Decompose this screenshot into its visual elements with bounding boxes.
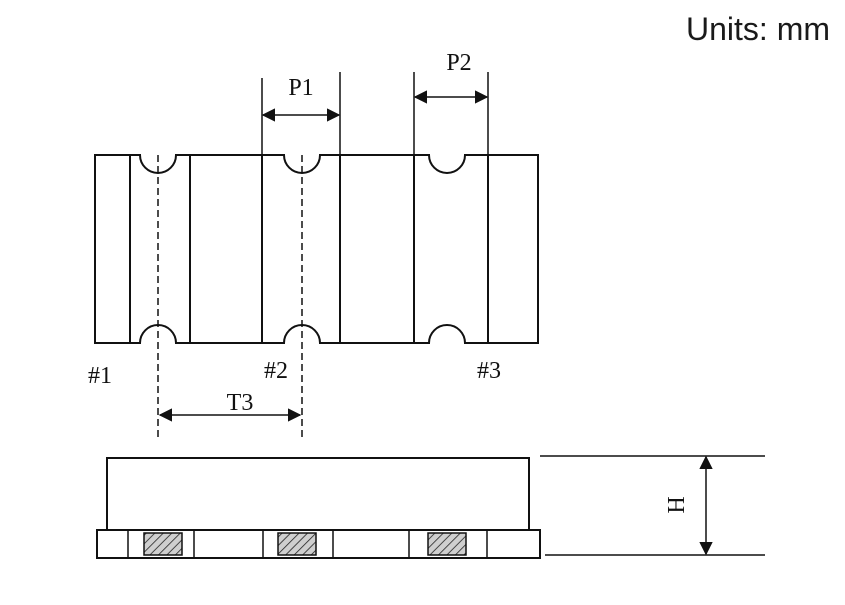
terminal-label-1: #1 (88, 363, 112, 389)
units-label: Units: mm (686, 11, 830, 47)
terminal-pad-2 (277, 532, 317, 556)
side-view-base (96, 529, 541, 559)
terminal-pad-1 (143, 532, 183, 556)
p1-label: P1 (288, 75, 313, 101)
terminal-label-2: #2 (264, 358, 288, 384)
side-view (96, 457, 541, 559)
top-view (94, 154, 539, 344)
terminal-pad-3 (427, 532, 467, 556)
h-label: H (664, 496, 690, 513)
terminal-label-3: #3 (477, 358, 501, 384)
top-view-outline (94, 154, 539, 344)
t3-label: T3 (227, 390, 254, 416)
side-view-body (106, 457, 530, 531)
p2-label: P2 (446, 50, 471, 76)
